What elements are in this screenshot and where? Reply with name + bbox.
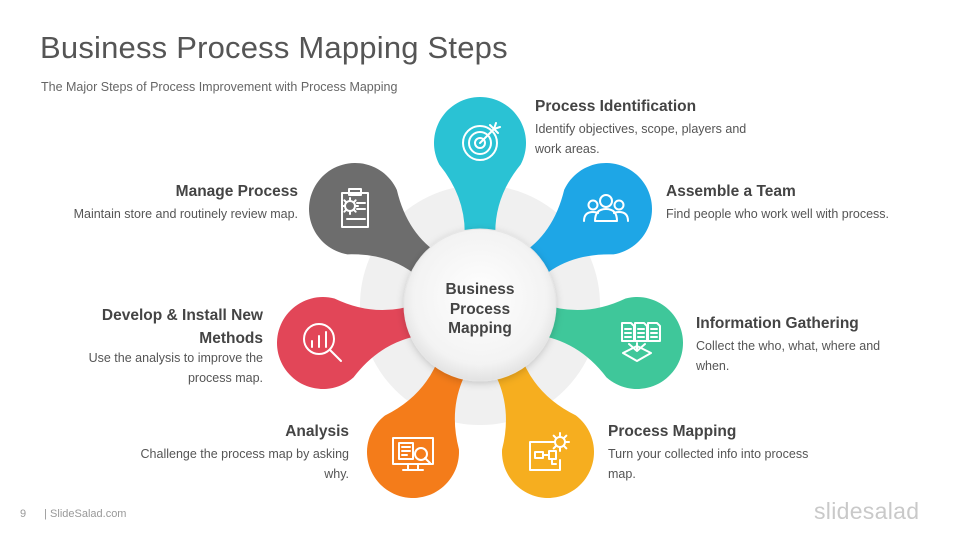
center-circle: [403, 228, 557, 382]
target-icon: [462, 122, 501, 161]
page-number: 9: [20, 508, 27, 520]
title-line: Develop & Install New: [101, 307, 263, 324]
desc-line: why.: [324, 467, 349, 481]
desc-line: when.: [696, 359, 730, 373]
monitor-analysis-icon: [392, 437, 434, 471]
desc-line: Turn your collected info into process: [608, 447, 809, 461]
desc-line: map.: [608, 467, 636, 481]
blueprint-gear-icon: [529, 432, 570, 471]
step-title-analysis: Analysis: [285, 423, 349, 440]
step-desc-information-gathering: Collect the who, what, where and when.: [696, 336, 880, 376]
center-label-line-2: Process: [449, 300, 511, 318]
page-title: Business Process Mapping Steps: [40, 30, 508, 65]
desc-line: Find people who work well with process.: [666, 207, 890, 221]
desc-line: Collect the who, what, where and: [696, 339, 881, 353]
desc-line: process map.: [187, 371, 263, 385]
petal-6: [277, 297, 426, 389]
step-title-develop-install: Develop & Install New Methods: [13, 304, 263, 350]
center-label-line-3: Mapping: [448, 320, 512, 337]
brand-logo: slidesalad: [814, 498, 920, 524]
step-title-process-identification: Process Identification: [535, 98, 697, 115]
magnifier-chart-icon: [303, 323, 342, 362]
step-title-assemble-team: Assemble a Team: [666, 183, 796, 200]
petal-4: [490, 352, 594, 498]
desc-line: work areas.: [535, 142, 600, 156]
step-desc-analysis: Challenge the process map by asking why.: [49, 444, 349, 484]
icon-group: [303, 122, 661, 471]
desc-line: Challenge the process map by asking: [140, 447, 349, 461]
page-subtitle: The Major Steps of Process Improvement w…: [41, 80, 398, 94]
step-desc-develop-install: Use the analysis to improve the process …: [13, 348, 263, 388]
desc-line: Identify objectives, scope, players and: [535, 122, 747, 136]
petal-1: [434, 97, 526, 245]
footer: 9 | SlideSalad.com: [20, 508, 126, 520]
petal-3: [534, 297, 684, 389]
center-label: Business Process Mapping: [410, 280, 550, 339]
step-desc-process-mapping: Turn your collected info into process ma…: [608, 444, 808, 484]
title-line: Methods: [199, 330, 263, 347]
petal-2: [518, 163, 652, 282]
desc-line: Use the analysis to improve the: [88, 351, 263, 365]
step-title-process-mapping: Process Mapping: [608, 423, 737, 440]
clipboard-gear-icon: [341, 188, 369, 228]
team-icon: [583, 194, 629, 222]
footer-site: | SlideSalad.com: [44, 508, 127, 520]
step-desc-assemble-team: Find people who work well with process.: [666, 204, 889, 224]
center-label-line-1: Business: [445, 281, 515, 298]
step-title-information-gathering: Information Gathering: [696, 315, 859, 332]
petal-group: [277, 97, 684, 498]
step-title-manage-process: Manage Process: [175, 183, 298, 200]
step-desc-process-identification: Identify objectives, scope, players and …: [535, 119, 746, 159]
documents-inbox-icon: [621, 322, 661, 362]
step-desc-manage-process: Maintain store and routinely review map.: [28, 204, 298, 224]
desc-line: Maintain store and routinely review map.: [73, 207, 298, 221]
